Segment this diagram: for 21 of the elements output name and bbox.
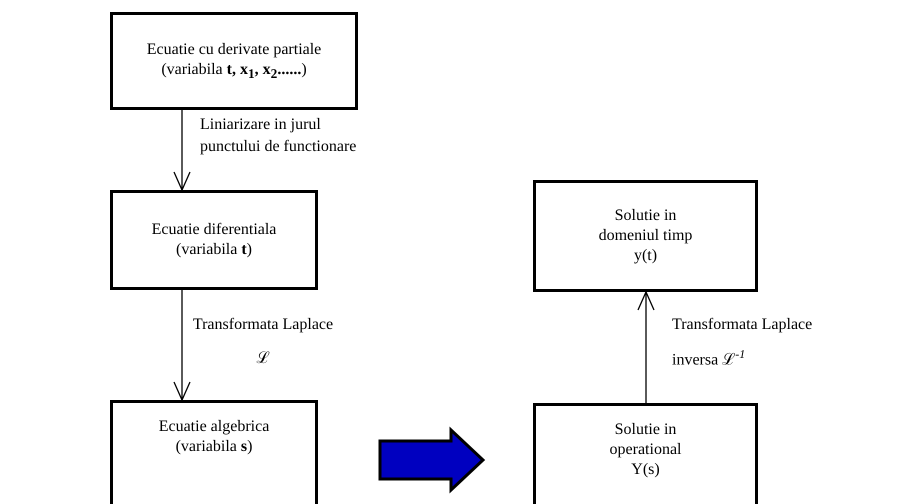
box-text: Ecuatie diferentiala	[152, 220, 276, 240]
arrow	[173, 110, 191, 191]
box-text: (variabila t, x$_{1}$, x$_{2}$......)	[161, 60, 307, 82]
edge-label: Transformata Laplace inversa ℒ$^{-1}$	[672, 315, 814, 370]
box-text: Y(s)	[631, 460, 660, 480]
box-text: Ecuatie algebrica	[158, 417, 270, 437]
process-box	[110, 190, 318, 290]
edge-label: Liniarizare in jurul punctului de functionare	[200, 115, 358, 157]
arrow	[637, 291, 655, 403]
box-text: y(t)	[634, 246, 658, 266]
box-text: (variabila t)	[176, 240, 252, 260]
arrow	[173, 290, 191, 401]
edge-label: Transformata Laplace ℒ	[192, 315, 334, 369]
box-text: Solutie in operational	[608, 420, 682, 460]
process-box	[533, 180, 758, 292]
process-box	[110, 400, 318, 504]
box-text: (variabila s)	[176, 437, 252, 457]
process-box	[110, 12, 358, 110]
process-box	[533, 403, 758, 504]
box-text: Ecuatie cu derivate partiale	[146, 40, 322, 60]
block-arrow	[378, 426, 486, 494]
